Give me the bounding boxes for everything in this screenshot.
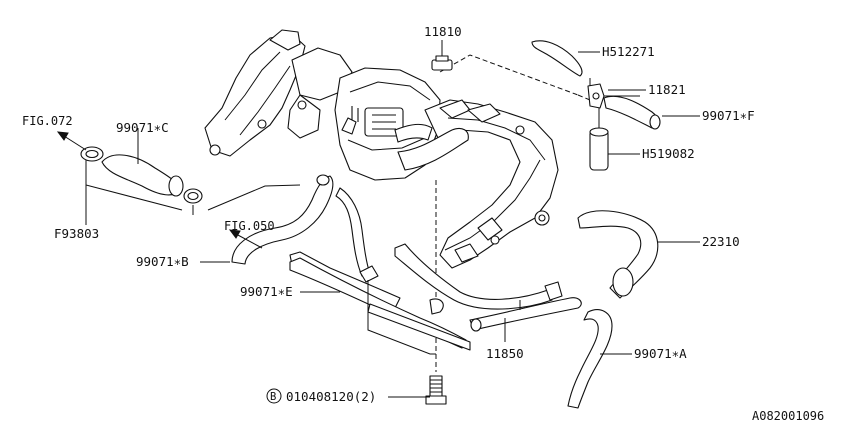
hose-99071-b — [231, 174, 334, 265]
hose-99071-f — [603, 95, 661, 130]
callout-bolt: 010408120(2) — [286, 389, 376, 404]
leaders-pipes — [300, 280, 521, 355]
hose-h519082 — [589, 108, 609, 171]
hose-99071-a — [567, 309, 613, 409]
hose-22310 — [577, 210, 659, 299]
hose-99071-c — [101, 154, 184, 197]
fig-ref-072: FIG.072 — [22, 114, 73, 128]
leaders-left — [85, 128, 301, 225]
callout-h512271: H512271 — [602, 44, 655, 59]
callout-99071-f: 99071∗F — [702, 108, 755, 123]
pipe-11850 — [289, 243, 582, 351]
callout-22310: 22310 — [702, 234, 740, 249]
hose-h512271 — [531, 40, 583, 77]
callout-11821: 11821 — [648, 82, 686, 97]
sensor-11810 — [431, 40, 453, 71]
pcv-valve-11821 — [587, 78, 640, 109]
clamp-f93803 — [80, 146, 203, 204]
callout-99071-b: 99071∗B — [136, 254, 189, 269]
callout-99071-a: 99071∗A — [634, 346, 687, 361]
fig-arrow-050 — [228, 229, 263, 249]
bolt-callout: B 010408120(2) — [266, 388, 376, 404]
callout-11850: 11850 — [486, 346, 524, 361]
bolt-marker: B — [270, 391, 276, 403]
callout-99071-c: 99071∗C — [116, 120, 169, 135]
callout-11810: 11810 — [424, 24, 462, 39]
callout-leaders — [200, 51, 700, 398]
intake-manifold — [204, 29, 559, 269]
fig-ref-050: FIG.050 — [224, 219, 275, 233]
callout-99071-e: 99071∗E — [240, 284, 293, 299]
drawing-id: A082001096 — [752, 409, 824, 423]
bolt-010408120 — [425, 375, 447, 405]
callout-h519082: H519082 — [642, 146, 695, 161]
fig-arrow-072 — [56, 131, 87, 151]
callout-f93803: F93803 — [54, 226, 99, 241]
